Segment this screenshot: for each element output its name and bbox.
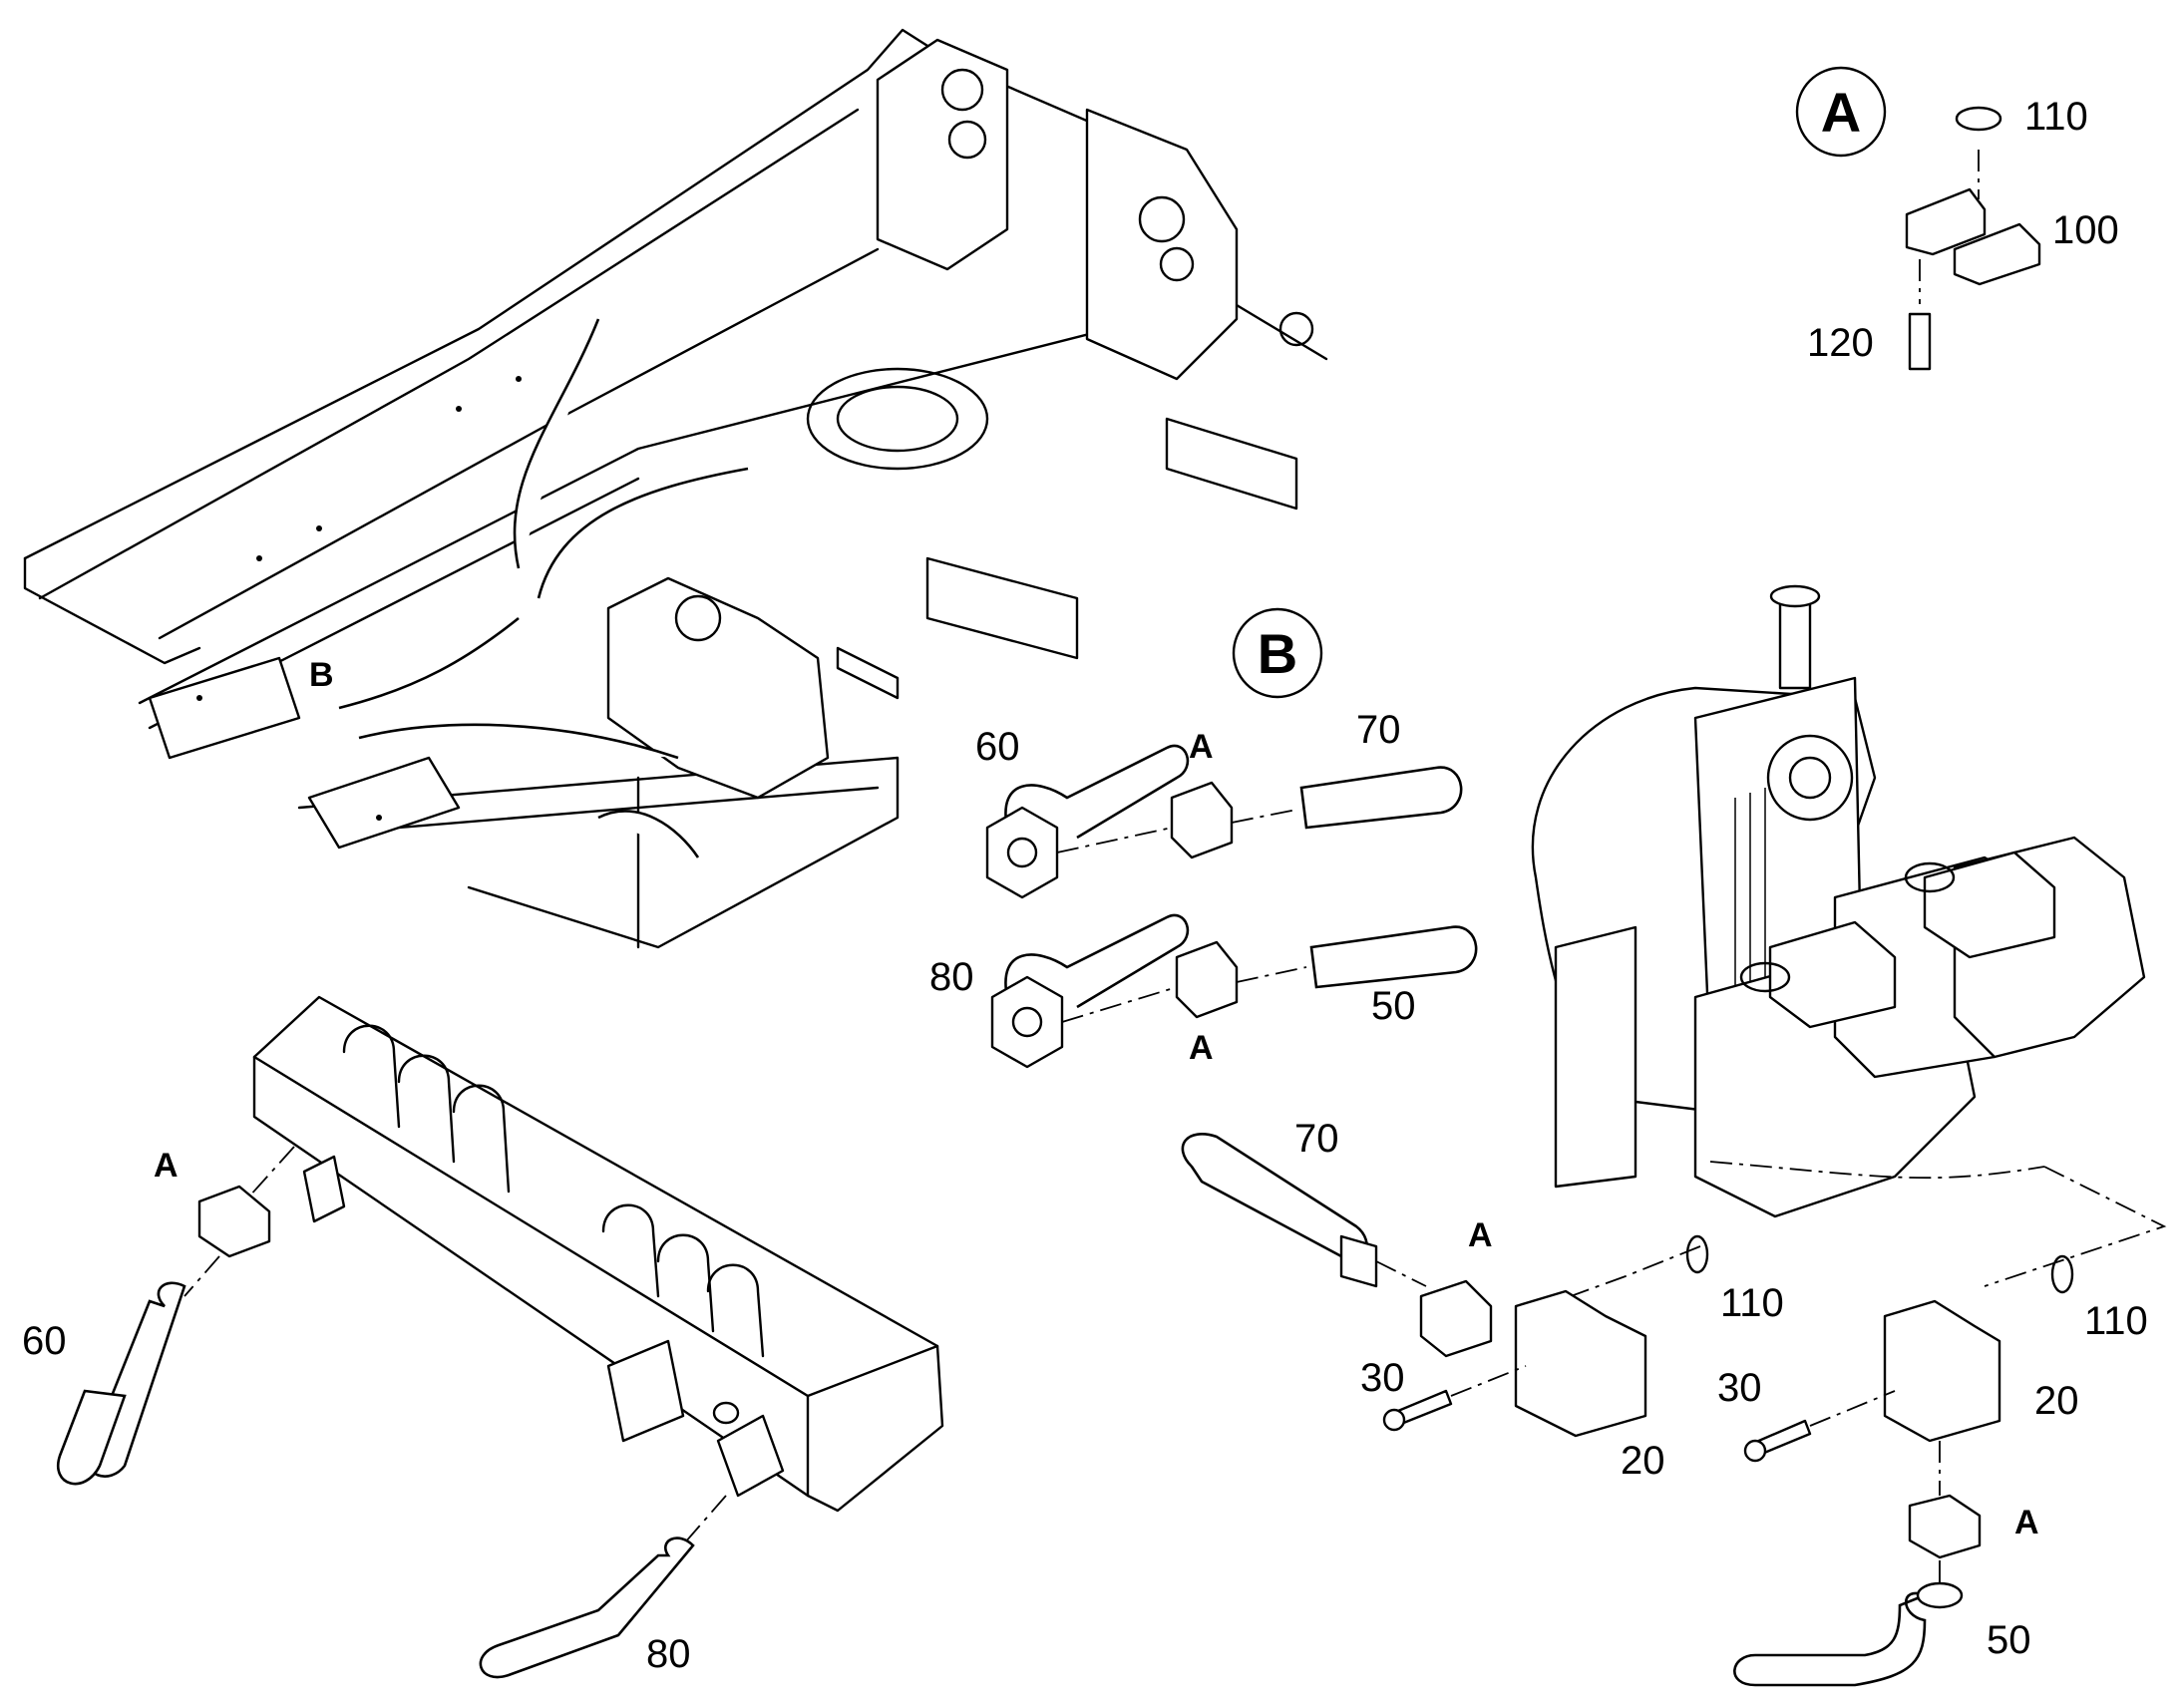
callout-frame-b: B bbox=[309, 656, 334, 694]
callout-o-ring-110-top: 110 bbox=[2024, 95, 2088, 139]
hose-70-pump bbox=[1181, 1133, 1368, 1262]
callout-hose-60-detail-b: 60 bbox=[975, 725, 1020, 769]
callout-block-20-right: 20 bbox=[2034, 1379, 2079, 1423]
hose-50-detail-b bbox=[1309, 925, 1478, 989]
callout-hose-80-manifold: 80 bbox=[646, 1632, 691, 1676]
flange-a-detail-b-top bbox=[1170, 781, 1234, 859]
callout-flange-a-pump-left: A bbox=[1468, 1216, 1493, 1254]
callout-o-ring-110-right: 110 bbox=[2084, 1299, 2148, 1343]
callout-flange-a-pump-bottom: A bbox=[2014, 1504, 2039, 1541]
callout-flange-a-manifold: A bbox=[154, 1147, 179, 1185]
callout-block-20-left: 20 bbox=[1621, 1439, 1665, 1483]
hose-60-detail-b bbox=[1004, 744, 1190, 840]
clamp-half-left bbox=[1905, 187, 1987, 256]
callout-hose-50-pump: 50 bbox=[1987, 1618, 2031, 1662]
callout-clamp-screw-120: 120 bbox=[1807, 321, 1874, 365]
flange-a-detail-b-bottom bbox=[1175, 940, 1239, 1019]
clamp-screw-120 bbox=[1908, 312, 1932, 371]
callout-flange-a-detail-b-bottom: A bbox=[1189, 1029, 1214, 1067]
flange-a-pump-bottom bbox=[1908, 1494, 1982, 1559]
manifold-block bbox=[252, 995, 944, 1513]
hose-50-pump bbox=[1733, 1591, 1929, 1687]
machine-frame bbox=[23, 28, 1328, 949]
callout-hose-70-detail-b: 70 bbox=[1356, 708, 1401, 752]
callout-screw-30-left: 30 bbox=[1360, 1356, 1405, 1400]
block-20-left bbox=[1514, 1289, 1647, 1438]
o-ring-110-left bbox=[1685, 1234, 1709, 1274]
detail-b: B 60 A 70 80 A 50 bbox=[929, 607, 1478, 1069]
detail-b-marker bbox=[1232, 607, 1323, 699]
callout-hose-70-pump: 70 bbox=[1294, 1117, 1339, 1161]
detail-a: A 110 100 120 bbox=[1795, 66, 2119, 371]
manifold-connection-parts: A 60 80 bbox=[22, 1146, 727, 1679]
detail-a-marker bbox=[1795, 66, 1887, 158]
o-ring-110-top bbox=[1955, 106, 2002, 132]
callout-hose-50-detail-b: 50 bbox=[1371, 984, 1416, 1028]
flange-a-pump-left bbox=[1419, 1279, 1493, 1358]
block-20-right bbox=[1883, 1299, 2001, 1443]
callout-hose-80-detail-b: 80 bbox=[929, 955, 974, 999]
hose-70-detail-b bbox=[1299, 766, 1463, 830]
callout-o-ring-110-left: 110 bbox=[1720, 1281, 1784, 1325]
callout-screw-30-right: 30 bbox=[1717, 1366, 1762, 1410]
callout-clamp-halves-100: 100 bbox=[2052, 208, 2119, 252]
clamp-half-right bbox=[1953, 222, 2041, 286]
callout-hose-60-manifold: 60 bbox=[22, 1319, 67, 1363]
pump-connection-parts: 70 A 20 30 110 110 20 30 A bbox=[1181, 1117, 2148, 1687]
detail-a-marker-letter: A bbox=[1821, 81, 1861, 144]
hydraulic-pump-assembly bbox=[1531, 584, 2146, 1218]
detail-b-marker-letter: B bbox=[1258, 622, 1297, 685]
callout-flange-a-detail-b-top: A bbox=[1189, 728, 1214, 766]
flange-a-manifold bbox=[197, 1185, 271, 1258]
hose-80-manifold bbox=[479, 1537, 695, 1679]
o-ring-110-right bbox=[2050, 1254, 2074, 1294]
hose-80-detail-b bbox=[1004, 913, 1190, 1009]
